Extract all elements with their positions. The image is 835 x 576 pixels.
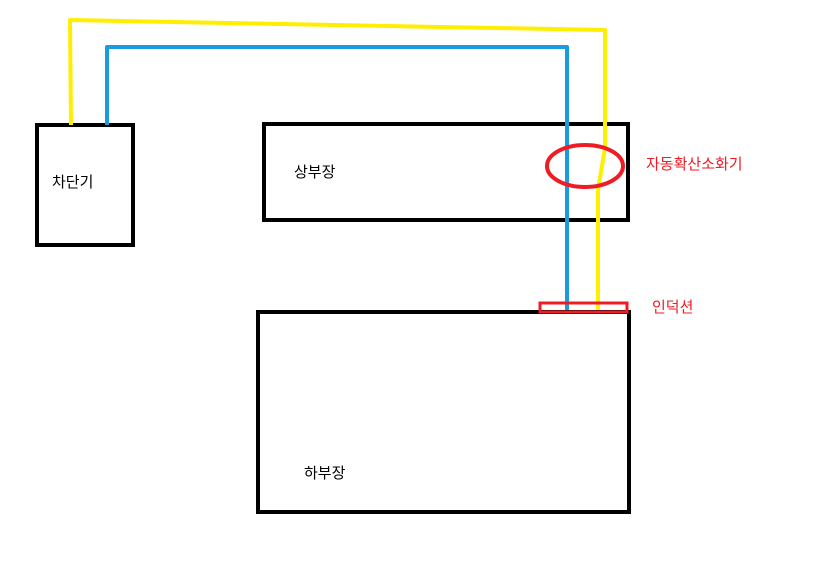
induction-marker [538,301,629,314]
breaker-box-outline [35,123,135,247]
lower-cabinet-outline [256,310,631,514]
upper-cabinet-outline [262,122,630,222]
yellow-wire [68,18,607,310]
induction-label: 인덕션 [652,298,693,316]
extinguisher-label: 자동확산소화기 [646,155,743,173]
lower-cabinet: 하부장 [256,310,631,514]
extinguisher-marker [545,143,625,189]
blue-wire [105,45,569,310]
breaker-label: 차단기 [52,173,93,191]
lower-cabinet-label: 하부장 [304,464,346,482]
upper-cabinet: 상부장 [262,122,630,222]
upper-cabinet-label: 상부장 [294,163,336,181]
breaker-box: 차단기 [35,123,135,247]
